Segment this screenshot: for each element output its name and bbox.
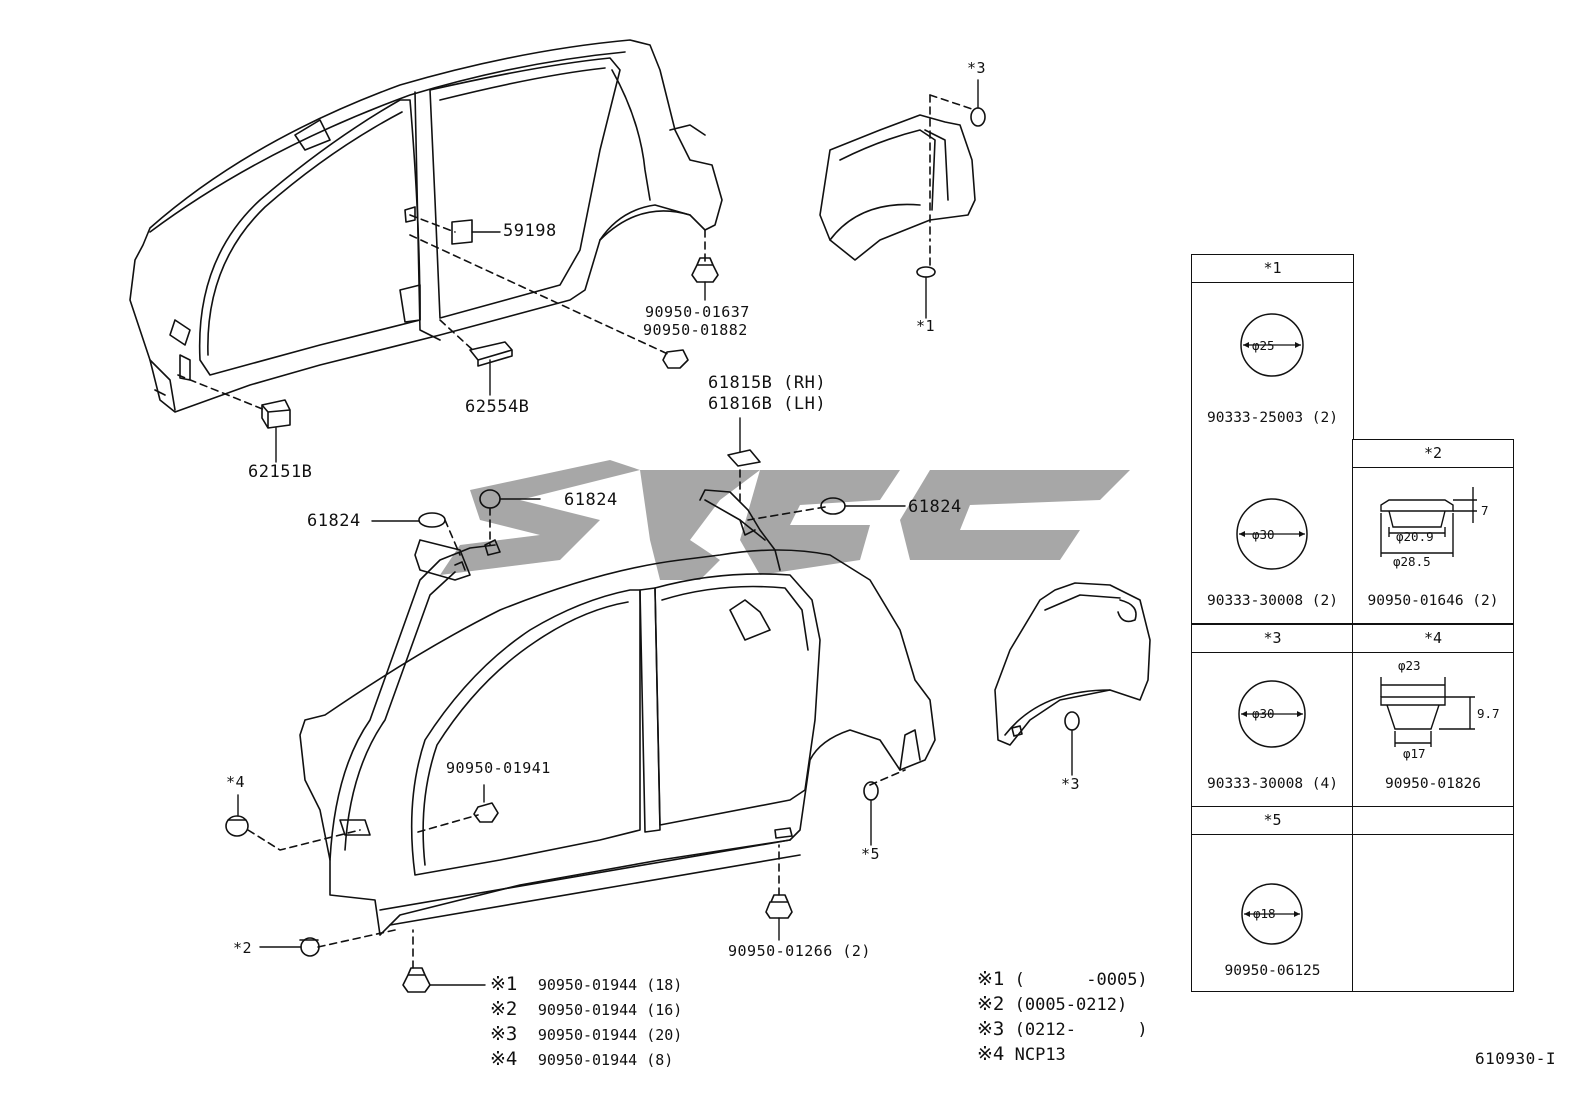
wheelhouse-upper: [819, 94, 976, 261]
seal-61824-left: [418, 512, 446, 528]
grommet-height-label: 7: [1481, 503, 1489, 518]
callout-61824-left: 61824: [307, 511, 361, 531]
ref-cell-header: *5: [1192, 807, 1353, 835]
callout-90950-01882: 90950-01882: [643, 321, 748, 339]
ref-cell-header: *3: [1192, 625, 1353, 653]
qty-note-2: ※2 90950-01944 (16): [490, 998, 683, 1020]
diagram-code: 610930-I: [1475, 1049, 1557, 1068]
callout-star3-top: *3: [967, 59, 987, 77]
callout-61815b: 61815B (RH): [708, 373, 827, 393]
ref-cell-star1: *1 φ25 90333-25003 (2) φ30 90333-30008 (…: [1191, 254, 1354, 624]
ref-cell-header: [1353, 807, 1513, 835]
ref-part-number: 90950-06125: [1224, 963, 1321, 979]
grommet-bottom-dia-label: φ17: [1403, 746, 1426, 761]
ref-part-number: 90333-30008 (4): [1207, 776, 1338, 792]
grommet-diagram-star4: [1380, 677, 1475, 747]
clip-90950-01944: [402, 967, 431, 993]
hole-diagram-phi25: [1240, 313, 1304, 377]
hole-diagram-phi30: [1236, 498, 1308, 570]
ref-cell-empty: [1352, 806, 1514, 992]
legend-note-1: ※1 ( -0005): [977, 968, 1148, 990]
legend-note-4: ※4 NCP13: [977, 1043, 1066, 1065]
grommet-top-dia-label: φ23: [1398, 658, 1421, 673]
plug-star1: [916, 266, 936, 278]
callout-61824-mid: 61824: [564, 490, 618, 510]
callout-62151b: 62151B: [248, 462, 313, 482]
clip-90950-01941: [473, 802, 499, 823]
hole-dia-label: φ25: [1252, 338, 1275, 353]
pad-62151b: [261, 399, 291, 429]
callout-90950-01637: 90950-01637: [645, 303, 750, 321]
hole-dia-label: φ30: [1252, 527, 1275, 542]
callout-star5: *5: [861, 845, 881, 863]
qty-notes: ※1 90950-01944 (18) ※2 90950-01944 (16) …: [490, 972, 682, 1072]
clip-90950-01882: [662, 349, 689, 369]
callout-star4: *4: [226, 773, 246, 791]
hole-diagram-phi30: [1238, 680, 1306, 748]
plug-star3-top: [970, 107, 986, 127]
ref-cell-header: *2: [1353, 440, 1513, 468]
hole-dia-label: φ18: [1253, 906, 1276, 921]
callout-61824-right: 61824: [908, 497, 962, 517]
ref-part-number: 90333-25003 (2): [1207, 410, 1338, 426]
grommet-star2: [299, 937, 320, 957]
callout-90950-01941: 90950-01941: [446, 759, 551, 777]
callout-59198: 59198: [503, 221, 557, 241]
ref-cell-star2: *2 7 φ20.9 φ28.5 90950-01646 (2): [1352, 439, 1514, 624]
hole-diagram-phi18: [1241, 883, 1303, 945]
watermark-logo: [440, 460, 1130, 580]
plug-star3-lower: [1064, 711, 1080, 731]
grommet-outer-dia-label: φ28.5: [1393, 554, 1431, 569]
qty-note-3: ※3 90950-01944 (20): [490, 1023, 683, 1045]
wheelhouse-lower: [994, 582, 1151, 746]
callout-61816b: 61816B (LH): [708, 394, 827, 414]
callout-90950-01266: 90950-01266 (2): [728, 942, 871, 960]
ref-cell-star4: *4 φ23 9.7 φ17 90950-01826: [1352, 624, 1514, 807]
ref-cell-star3: *3 φ30 90333-30008 (4): [1191, 624, 1354, 807]
ref-part-number: 90950-01826: [1384, 776, 1482, 792]
seal-61815b: [727, 449, 761, 467]
hole-dia-label: φ30: [1252, 706, 1275, 721]
ref-cell-header: *4: [1353, 625, 1513, 653]
ref-cell-star5: *5 φ18 90950-06125: [1191, 806, 1354, 992]
qty-note-1: ※1 90950-01944 (18): [490, 973, 683, 995]
grommet-inner-dia-label: φ20.9: [1396, 529, 1434, 544]
callout-star3-lower: *3: [1061, 775, 1081, 793]
legend-notes: ※1 ( -0005) ※2 (0005-0212) ※3 (0212- ) ※…: [977, 967, 1148, 1067]
grommet-height-label: 9.7: [1477, 706, 1500, 721]
ref-part-number: 90950-01646 (2): [1367, 593, 1499, 609]
clip-90950-01266: [765, 894, 793, 919]
pad-62554b: [469, 341, 513, 367]
grommet-star4: [225, 815, 249, 837]
callout-star1-top: *1: [916, 317, 936, 335]
ref-part-number: 90333-30008 (2): [1207, 593, 1338, 609]
callout-star2: *2: [233, 939, 253, 957]
qty-note-4: ※4 90950-01944 (8): [490, 1048, 674, 1070]
ref-cell-header: *1: [1192, 255, 1353, 283]
callout-62554b: 62554B: [465, 397, 530, 417]
legend-note-2: ※2 (0005-0212): [977, 993, 1128, 1015]
legend-note-3: ※3 (0212- ): [977, 1018, 1148, 1040]
pad-59198: [451, 219, 473, 245]
outer-side-panel-upper: [129, 39, 723, 413]
outer-side-panel-lower: [299, 489, 936, 936]
grommet-diagram-star2: [1380, 487, 1477, 557]
